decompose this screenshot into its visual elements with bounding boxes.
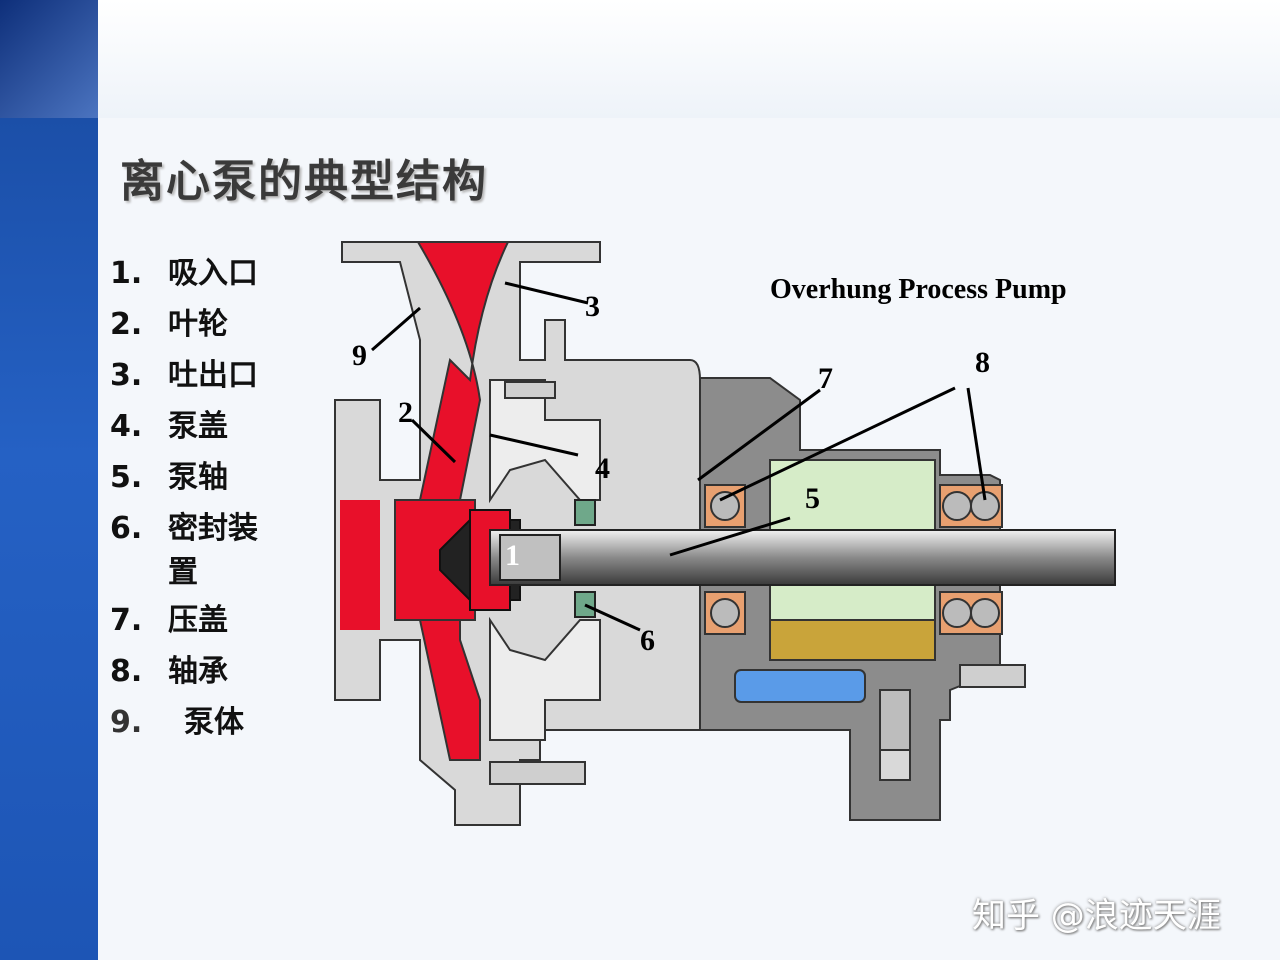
left-sidebar-bar	[0, 118, 98, 960]
legend-label: 吐出口	[168, 358, 258, 393]
callout-9: 9	[352, 339, 367, 372]
legend-label: 叶轮	[168, 307, 228, 342]
legend-number: 9.	[110, 705, 143, 740]
callout-leader-lines	[371, 281, 987, 632]
top-corner-accent	[0, 0, 98, 118]
legend-item: 8. 轴承	[110, 646, 294, 697]
legend-number: 3.	[110, 358, 143, 393]
legend-item: 6. 密封装置	[110, 503, 294, 595]
legend-label: 泵轴	[168, 460, 228, 495]
legend-number: 7.	[110, 603, 143, 638]
bolts	[489, 381, 1026, 785]
callout-3: 3	[585, 290, 600, 323]
watermark-text: 知乎 @浪迹天涯	[972, 896, 1221, 936]
parts-legend: 1. 吸入口 2. 叶轮 3. 吐出口 4. 泵盖 5. 泵轴 6. 密封装置 7. 压盖 8…	[110, 248, 294, 748]
legend-label: 密封装置	[168, 511, 258, 590]
pump-diagram-title: Overhung Process Pump	[770, 274, 1067, 305]
callout-6: 6	[640, 624, 655, 657]
legend-number: 6.	[110, 511, 143, 546]
legend-number: 4.	[110, 409, 143, 444]
pump-shaft	[489, 529, 1116, 586]
legend-item: 1. 吸入口	[110, 248, 294, 299]
legend-label: 轴承	[168, 654, 228, 689]
legend-number: 8.	[110, 654, 143, 689]
legend-item: 3. 吐出口	[110, 350, 294, 401]
legend-label: 泵盖	[168, 409, 228, 444]
legend-label: 泵体	[184, 705, 244, 740]
legend-number: 5.	[110, 460, 143, 495]
callout-7: 7	[818, 362, 833, 395]
legend-label: 吸入口	[168, 256, 258, 291]
legend-item: 4. 泵盖	[110, 401, 294, 452]
bearings	[704, 484, 1003, 635]
legend-number: 1.	[110, 256, 143, 291]
legend-item: 9. 泵体	[110, 697, 294, 748]
seal-device	[574, 499, 596, 618]
legend-number: 2.	[110, 307, 143, 342]
callout-8: 8	[975, 346, 990, 379]
callout-2: 2	[398, 396, 413, 429]
legend-item: 7. 压盖	[110, 595, 294, 646]
callout-4: 4	[595, 452, 610, 485]
slide-title: 离心泵的典型结构	[120, 156, 488, 207]
top-band	[0, 0, 1280, 118]
legend-item: 5. 泵轴	[110, 452, 294, 503]
pump-fluid-passage	[394, 241, 510, 761]
callout-5: 5	[805, 482, 820, 515]
legend-item: 2. 叶轮	[110, 299, 294, 350]
callout-1: 1	[505, 539, 520, 572]
legend-label: 压盖	[168, 603, 228, 638]
